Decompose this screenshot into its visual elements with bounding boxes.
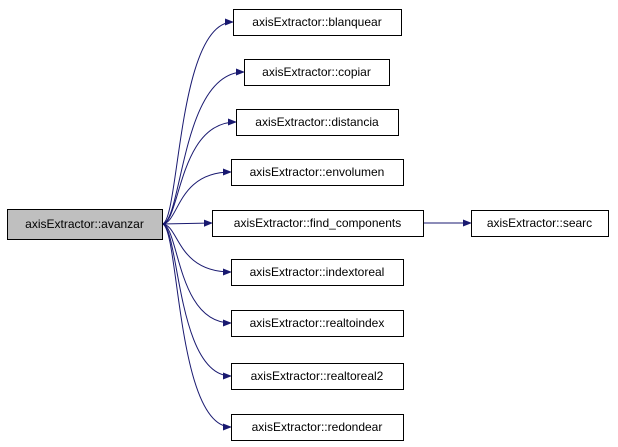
node-label: axisExtractor::envolumen xyxy=(250,165,385,179)
node-box[interactable] xyxy=(231,414,404,441)
edge-avanzar-to-copiar xyxy=(161,68,245,225)
node-indextoreal[interactable]: axisExtractor::indextoreal xyxy=(231,259,404,286)
node-box[interactable] xyxy=(236,109,399,136)
edge-line xyxy=(161,168,232,225)
edge-avanzar-to-realtoindex xyxy=(161,223,232,327)
node-box[interactable] xyxy=(244,59,390,86)
edge-line xyxy=(161,223,232,431)
node-label: axisExtractor::blanquear xyxy=(252,15,381,29)
edge-avanzar-to-blanquear xyxy=(161,18,234,225)
node-realtoreal2[interactable]: axisExtractor::realtoreal2 xyxy=(231,363,404,390)
node-label: axisExtractor::find_components xyxy=(234,216,401,230)
edge-line xyxy=(161,219,213,227)
node-label: axisExtractor::distancia xyxy=(255,115,379,129)
node-box[interactable] xyxy=(231,159,404,186)
node-copiar[interactable]: axisExtractor::copiar xyxy=(244,59,390,86)
node-redondear[interactable]: axisExtractor::redondear xyxy=(231,414,404,441)
node-distancia[interactable]: axisExtractor::distancia xyxy=(236,109,399,136)
edge-line xyxy=(161,18,234,225)
edge-line xyxy=(161,223,232,276)
edge-line xyxy=(161,118,237,225)
node-label: axisExtractor::indextoreal xyxy=(250,265,385,279)
node-box[interactable] xyxy=(212,210,424,237)
node-label: axisExtractor::realtoindex xyxy=(250,316,385,330)
root-node-avanzar[interactable]: axisExtractor::avanzar xyxy=(7,209,163,240)
node-box[interactable] xyxy=(231,363,404,390)
node-label: axisExtractor::copiar xyxy=(262,65,371,79)
edge-line xyxy=(161,223,232,327)
edge-avanzar-to-indextoreal xyxy=(161,223,232,276)
node-box[interactable] xyxy=(7,209,163,240)
edges-layer xyxy=(161,18,472,431)
node-label: axisExtractor::redondear xyxy=(252,420,383,434)
node-box[interactable] xyxy=(471,210,609,237)
node-label: axisExtractor::realtoreal2 xyxy=(251,369,384,383)
node-box[interactable] xyxy=(231,259,404,286)
edge-avanzar-to-distancia xyxy=(161,118,237,225)
node-box[interactable] xyxy=(231,310,404,337)
node-blanquear[interactable]: axisExtractor::blanquear xyxy=(233,9,402,36)
node-realtoindex[interactable]: axisExtractor::realtoindex xyxy=(231,310,404,337)
node-envolumen[interactable]: axisExtractor::envolumen xyxy=(231,159,404,186)
edge-avanzar-to-find_components xyxy=(161,219,213,227)
edge-line xyxy=(161,68,245,225)
node-find_components[interactable]: axisExtractor::find_components xyxy=(212,210,424,237)
nodes-layer: axisExtractor::avanzar axisExtractor::bla… xyxy=(7,9,609,441)
node-label: axisExtractor::searc xyxy=(487,216,592,230)
node-searc[interactable]: axisExtractor::searc xyxy=(471,210,609,237)
edge-avanzar-to-redondear xyxy=(161,223,232,431)
edge-avanzar-to-envolumen xyxy=(161,168,232,225)
edge-avanzar-to-realtoreal2 xyxy=(161,223,232,380)
node-box[interactable] xyxy=(233,9,402,36)
node-label: axisExtractor::avanzar xyxy=(25,217,144,231)
edge-line xyxy=(161,223,232,380)
